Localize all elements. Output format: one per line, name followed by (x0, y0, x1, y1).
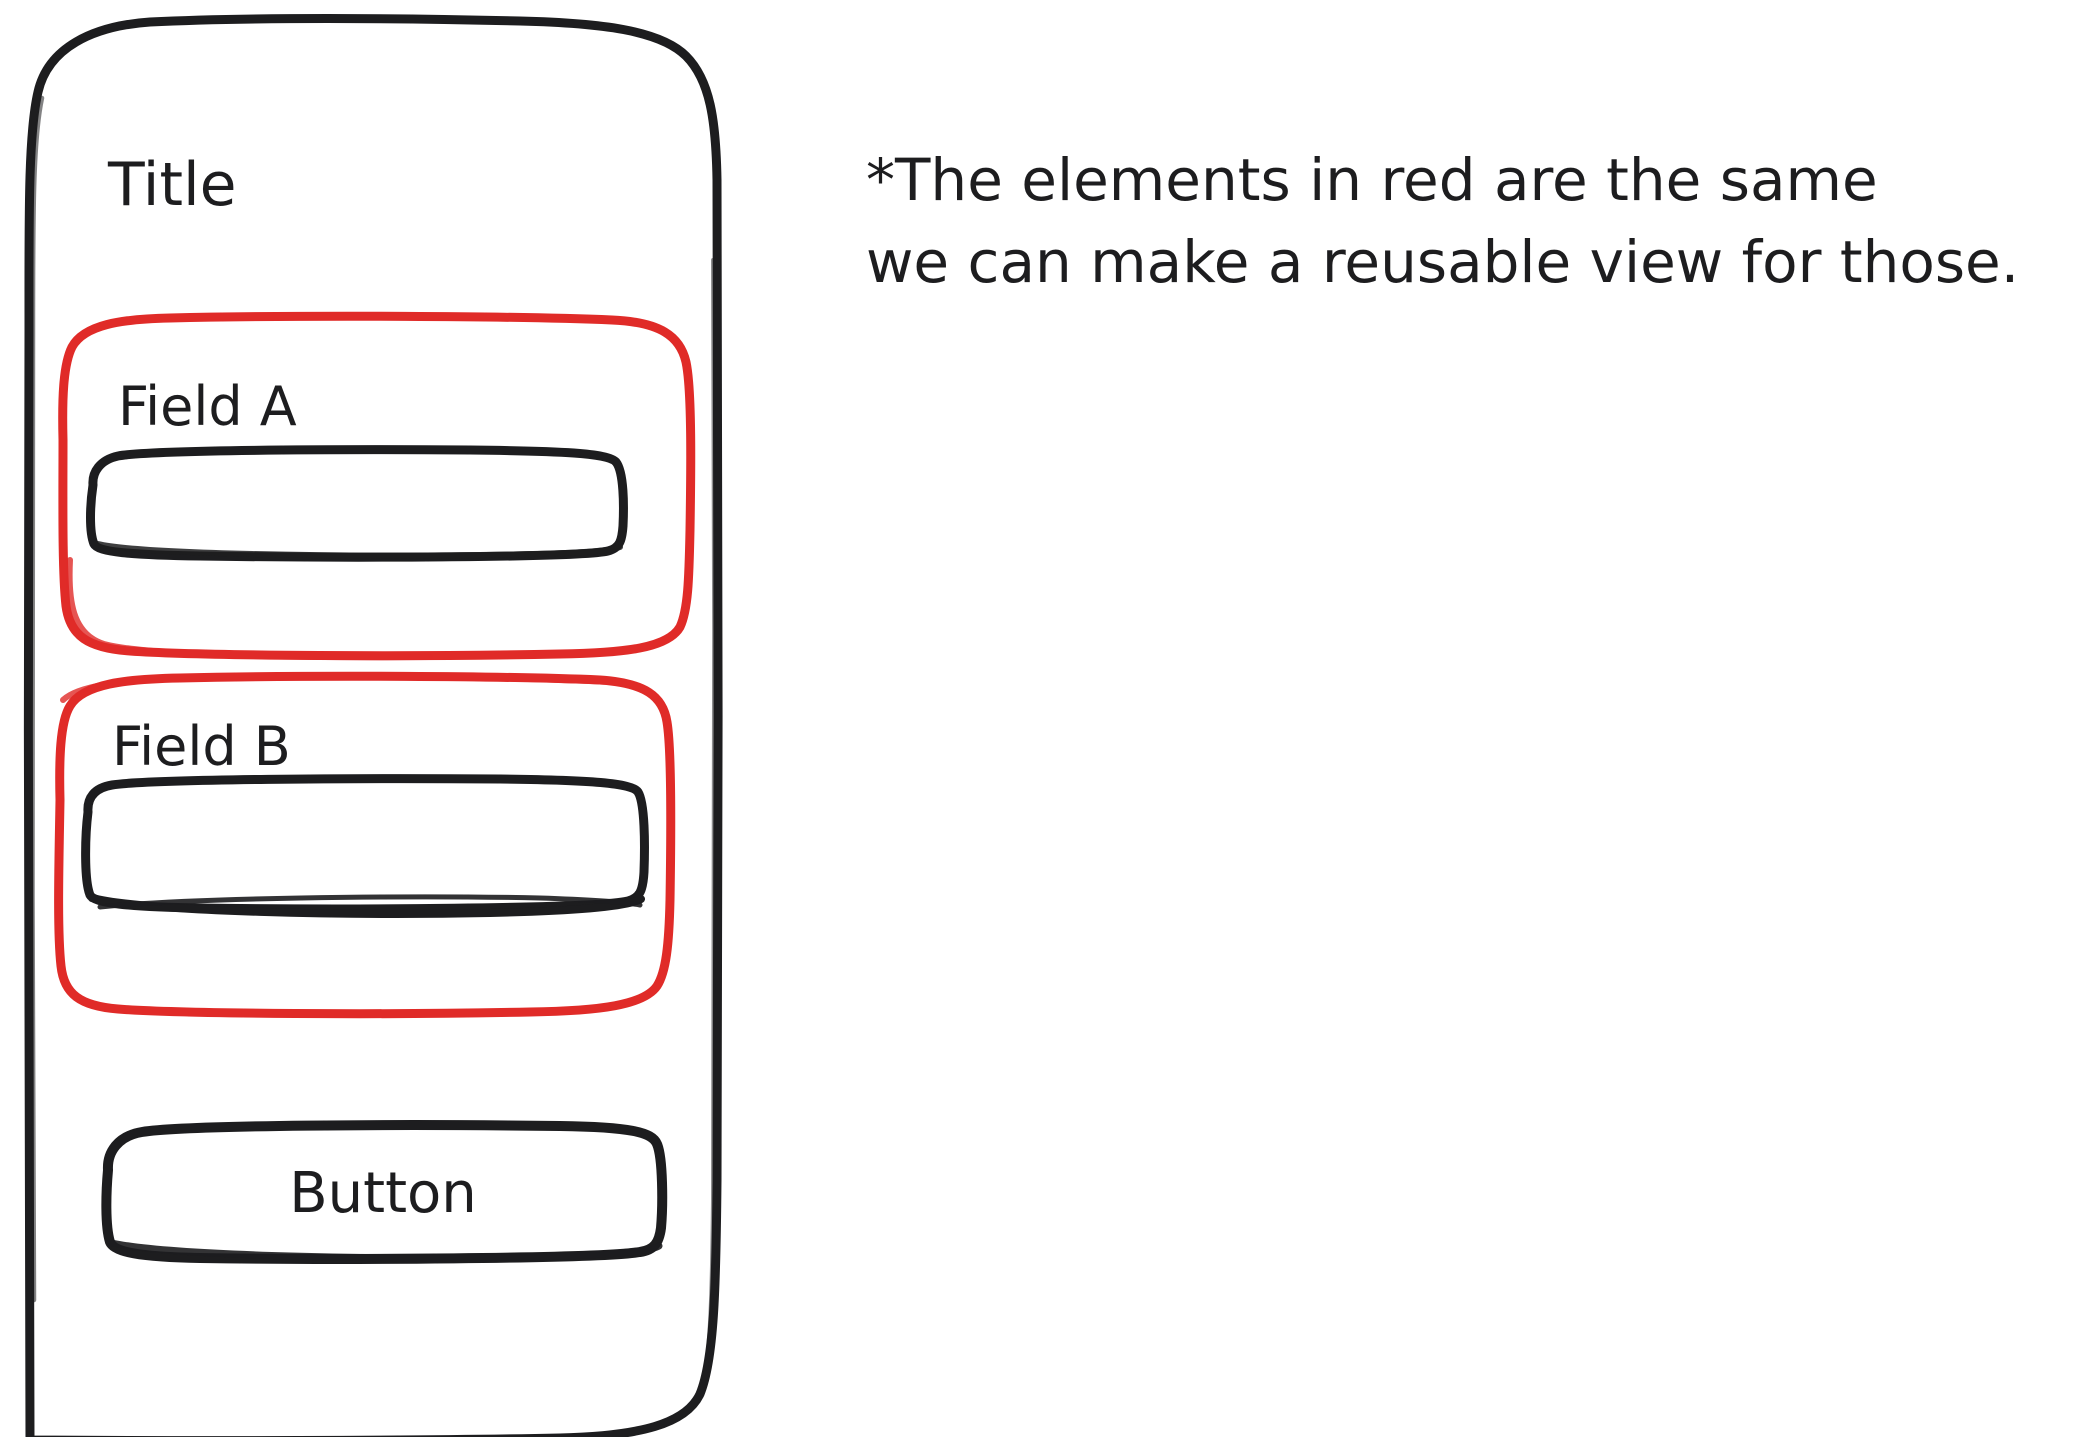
field-a-label: Field A (118, 375, 297, 438)
primary-button-label: Button (289, 1161, 477, 1226)
annotation-line-2: we can make a reusable view for those. (866, 228, 2019, 296)
primary-button-outline[interactable] (101, 1120, 668, 1264)
field-a-highlight-box-overstroke (66, 557, 433, 661)
field-group-a[interactable]: Field A (58, 311, 696, 661)
page-title-text: Title (107, 150, 237, 220)
phone-frame-edge-shade-right (700, 258, 717, 1390)
field-b-label: Field B (112, 715, 291, 778)
phone-frame (23, 14, 723, 1437)
primary-button-overstroke (108, 1239, 663, 1262)
field-group-b[interactable]: Field B (54, 671, 676, 1019)
reusable-view-note: *The elements in red are the same we can… (866, 146, 2019, 296)
phone-frame-edge-shade-left (30, 95, 45, 1303)
annotation-line-1: *The elements in red are the same (866, 146, 1878, 214)
field-b-input-overstroke-2 (97, 894, 643, 910)
field-b-highlight-box-overstroke (60, 674, 613, 703)
page-title: Title (107, 150, 237, 220)
field-b-input-overstroke-1 (88, 894, 645, 918)
primary-button[interactable]: Button (101, 1120, 668, 1264)
field-a-input-overstroke (95, 541, 623, 559)
phone-frame-outline (23, 14, 723, 1437)
field-b-input[interactable] (81, 774, 649, 914)
field-a-input[interactable] (86, 445, 628, 562)
